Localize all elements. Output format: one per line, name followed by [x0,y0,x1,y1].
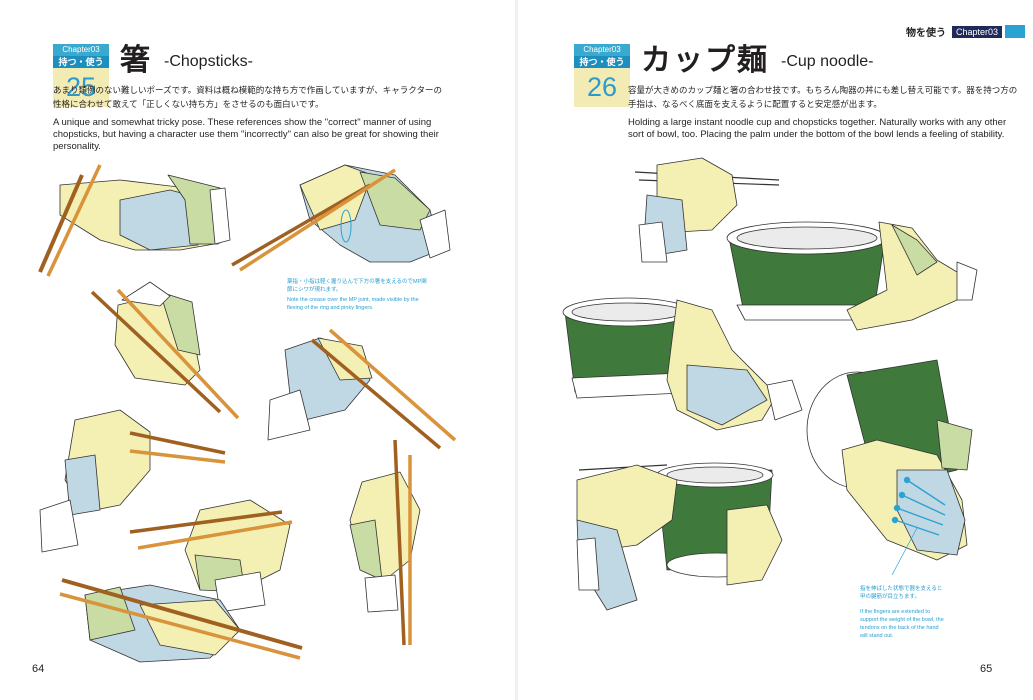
chopstick [61,578,303,650]
page-number: 65 [980,663,993,675]
book-gutter [515,0,518,700]
badge-number: 25 [53,68,109,107]
title-en: -Cup noodle- [781,53,874,70]
chopstick [328,328,457,442]
body-en: Holding a large instant noodle cup and c… [628,117,1007,140]
chopstick [90,290,222,414]
chopstick [137,520,293,550]
left-page: Chapter03 持つ・使う 25 箸 -Chopsticks- あまり類例のな… [0,0,516,700]
hand-illustration [59,174,231,251]
chopstick [129,449,226,464]
title-jp: カップ麺 [641,43,769,78]
cup-noodle-illustrations [562,157,978,611]
annotation-jp: 薬指・小指は軽く握り込んで下方の箸を支えるのでMP関節にシワが現れます。 [287,279,427,293]
badge-subtitle: 持つ・使う [53,56,109,68]
hand-illustration [349,471,421,613]
body-en: A unique and somewhat tricky pose. These… [53,117,439,152]
badge-chapter: Chapter03 [574,44,630,56]
title-jp: 箸 [120,43,152,78]
chopstick [38,174,84,273]
badge-subtitle: 持つ・使う [574,56,630,68]
hand-illustration [576,464,783,611]
chopstick [578,464,668,471]
body-jp: あまり類例のない難しいポーズです。資料は概ね模範的な持ち方で作画していますが、キ… [53,86,442,110]
chapter-tab-marker [1005,25,1025,38]
chopstick [129,510,283,534]
page-title: 箸 -Chopsticks- [120,42,253,81]
running-head-label: 物を使う [905,28,946,39]
annotation-en: If the fingers are extended to support t… [860,609,944,639]
annotation-en: Note the crease over the MP joint, made … [287,297,419,311]
chopstick [59,592,301,660]
chopstick [239,168,396,272]
hand-illustration [39,409,151,553]
badge-number: 26 [574,68,630,107]
section-badge: Chapter03 持つ・使う 26 [574,44,630,107]
chopstick [393,439,406,646]
title-en: -Chopsticks- [164,53,253,70]
section-badge: Chapter03 持つ・使う 25 [53,44,109,107]
body-jp: 容量が大きめのカップ麺と箸の合わせ技です。もちろん陶器の丼にも差し替え可能です。… [628,86,1018,110]
chopstick [231,183,371,267]
page-title: カップ麺 -Cup noodle- [641,42,874,81]
hand-illustration [846,221,978,331]
running-head-chapter: Chapter03 [951,25,1002,38]
chopsticks-illustrations [38,164,457,663]
chopstick [46,164,102,277]
hand-illustration [267,337,373,441]
hand-illustration [114,281,201,386]
hand-illustration [299,164,451,263]
hand-illustration [638,157,738,263]
right-page: 物を使う Chapter03 Chapter03 持つ・使う 26 カップ麺 -Cu… [517,0,1033,700]
chopstick [310,338,442,450]
annotation-jp: 指を伸ばした状態で器を支えると甲の腱筋が目立ちます。 [860,586,943,600]
hand-illustration [666,299,803,431]
page-number: 64 [32,663,45,675]
badge-chapter: Chapter03 [53,44,109,56]
chopstick [129,431,226,455]
running-head: 物を使う Chapter03 [906,24,1025,39]
chopstick [116,288,240,420]
